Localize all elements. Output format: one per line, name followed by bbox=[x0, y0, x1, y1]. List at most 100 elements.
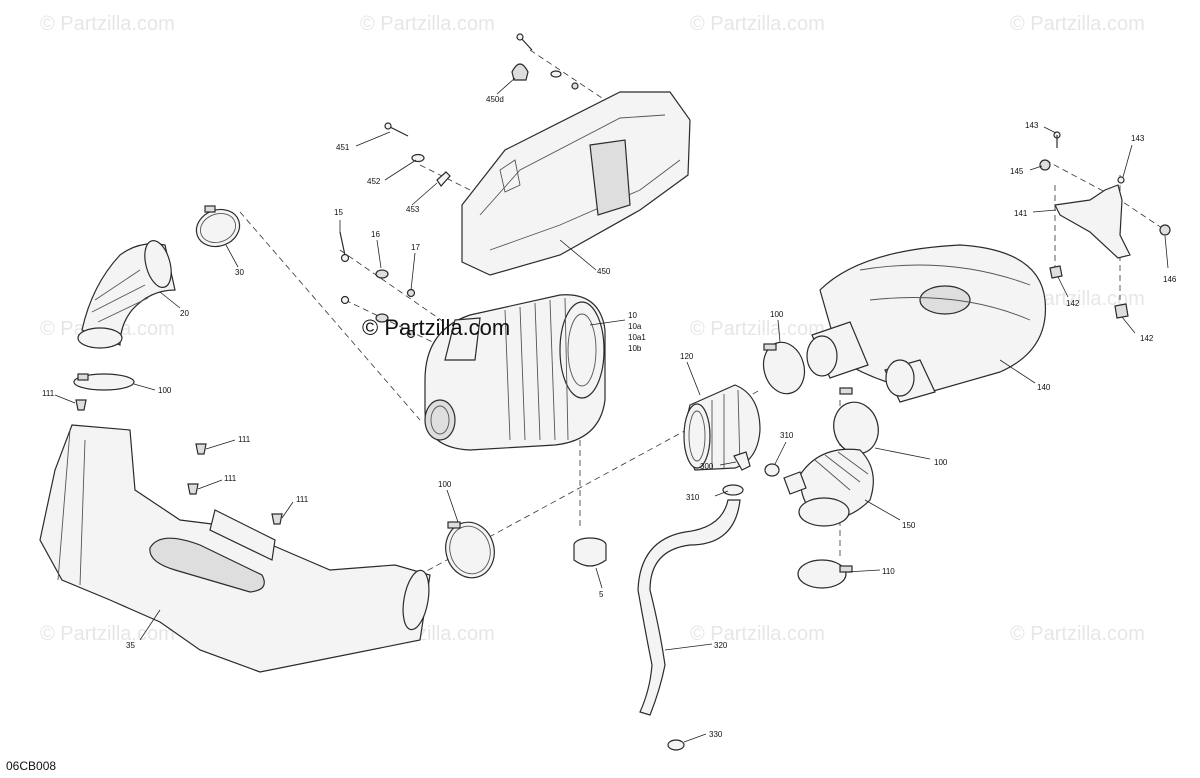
callout-110: 110 bbox=[882, 567, 895, 576]
clamp-310-icon bbox=[722, 484, 744, 496]
nut-17-icon bbox=[406, 288, 416, 298]
callout-140: 140 bbox=[1037, 383, 1051, 392]
washer-16-icon bbox=[375, 269, 389, 279]
callout-452: 452 bbox=[367, 177, 381, 186]
callout-100-upper: 100 bbox=[770, 310, 784, 319]
clamp-310-icon bbox=[764, 463, 780, 477]
sleeve-part-5 bbox=[573, 537, 607, 567]
callout-10: 10 bbox=[628, 311, 637, 320]
rivet-icon bbox=[271, 513, 283, 525]
callout-111-upper: 111 bbox=[238, 435, 251, 444]
bolt-head-icon bbox=[340, 253, 350, 263]
clamp-part-330 bbox=[667, 739, 685, 751]
callout-320: 320 bbox=[714, 641, 728, 650]
washer-452-icon bbox=[411, 153, 425, 163]
callout-451: 451 bbox=[336, 143, 350, 152]
callout-100-lower: 100 bbox=[934, 458, 948, 467]
callout-310-bottom: 310 bbox=[686, 493, 700, 502]
washer-icon bbox=[550, 70, 562, 78]
watermark-text: © Partzilla.com bbox=[360, 13, 495, 35]
clip-142-icon bbox=[1114, 303, 1129, 319]
callout-10b: 10b bbox=[628, 344, 642, 353]
clamp-part-30 bbox=[195, 205, 241, 248]
clamp-part-110 bbox=[797, 559, 853, 589]
callout-300: 300 bbox=[700, 462, 714, 471]
callout-16: 16 bbox=[371, 230, 380, 239]
callout-146: 146 bbox=[1163, 275, 1177, 284]
watermark-text: © Partzilla.com bbox=[40, 13, 175, 35]
clip-142-icon bbox=[1049, 265, 1063, 279]
coupler-part-150 bbox=[783, 448, 874, 527]
rivet-group-111 bbox=[75, 399, 283, 525]
fastener-group-filter bbox=[339, 231, 416, 339]
watermark-text: © Partzilla.com bbox=[690, 623, 825, 645]
airbox-cover-part-450 bbox=[461, 91, 691, 276]
nut-icon bbox=[571, 82, 579, 90]
callout-111-top: 111 bbox=[42, 389, 55, 398]
callout-10a: 10a bbox=[628, 322, 642, 331]
fittings-300-310 bbox=[722, 451, 780, 496]
callout-35: 35 bbox=[126, 641, 135, 650]
rivet-icon bbox=[195, 443, 207, 455]
callout-450: 450 bbox=[597, 267, 611, 276]
watermark-text: © Partzilla.com bbox=[40, 623, 175, 645]
callout-310-top: 310 bbox=[780, 431, 794, 440]
leader-lines bbox=[54, 77, 1169, 743]
watermark-text: © Partzilla.com bbox=[690, 318, 825, 340]
elbow-hose-part-20 bbox=[77, 240, 176, 349]
rivet-icon bbox=[187, 483, 199, 495]
clamp-part-100-middle bbox=[445, 521, 495, 579]
callout-111-middle: 111 bbox=[224, 474, 237, 483]
air-filter-housing-part-10 bbox=[424, 294, 606, 451]
watermark-text: © Partzilla.com bbox=[1010, 13, 1145, 35]
bolt-146-icon bbox=[1159, 224, 1171, 236]
coupler-part-120 bbox=[683, 384, 761, 471]
watermark-text: © Partzilla.com bbox=[690, 13, 825, 35]
callout-30: 30 bbox=[235, 268, 244, 277]
callout-142-right: 142 bbox=[1140, 334, 1154, 343]
bracket-part-141 bbox=[1054, 184, 1131, 259]
rivet-icon bbox=[75, 399, 87, 411]
callout-453: 453 bbox=[406, 205, 420, 214]
callout-20: 20 bbox=[180, 309, 189, 318]
bolt-head-icon bbox=[384, 122, 392, 130]
callout-142-left: 142 bbox=[1066, 299, 1080, 308]
bolt-head-icon bbox=[516, 33, 524, 41]
callout-111-right: 111 bbox=[296, 495, 309, 504]
callout-15: 15 bbox=[334, 208, 343, 217]
center-watermark-text: © Partzilla.com bbox=[362, 315, 510, 340]
callout-10a1: 10a1 bbox=[628, 333, 646, 342]
bolt-451-icon bbox=[387, 125, 409, 137]
bracket-450d bbox=[511, 63, 529, 81]
drain-hose-part-320 bbox=[637, 499, 741, 716]
callout-150: 150 bbox=[902, 521, 916, 530]
callout-100-middle: 100 bbox=[438, 480, 452, 489]
diagram-code: 06CB008 bbox=[6, 759, 56, 773]
nut-icon bbox=[406, 329, 416, 339]
intake-duct-part-35 bbox=[39, 424, 431, 673]
washer-icon bbox=[375, 313, 389, 323]
callout-5: 5 bbox=[599, 590, 604, 599]
callout-100-left: 100 bbox=[158, 386, 172, 395]
intake-silencer-part-140 bbox=[806, 244, 1047, 403]
clamp-part-100-left bbox=[73, 373, 135, 391]
callout-450d: 450d bbox=[486, 95, 504, 104]
callout-17: 17 bbox=[411, 243, 420, 252]
fitting-300-icon bbox=[733, 451, 751, 471]
callout-143-right: 143 bbox=[1131, 134, 1145, 143]
fastener-group-cover bbox=[384, 33, 579, 187]
fastener-group-bracket bbox=[1039, 131, 1171, 319]
callout-141: 141 bbox=[1014, 209, 1028, 218]
clamp-part-100-upper bbox=[762, 341, 806, 395]
callout-143-left: 143 bbox=[1025, 121, 1039, 130]
callout-145: 145 bbox=[1010, 167, 1024, 176]
watermark-text: © Partzilla.com bbox=[1010, 623, 1145, 645]
bolt-head-icon bbox=[1117, 176, 1125, 184]
callout-120: 120 bbox=[680, 352, 694, 361]
callout-labels: 450d 451 452 453 450 15 16 17 10 10a 10a… bbox=[42, 95, 1177, 739]
bolt-head-icon bbox=[340, 295, 350, 305]
nut-145-icon bbox=[1039, 159, 1051, 171]
callout-330: 330 bbox=[709, 730, 723, 739]
spacer-453-icon bbox=[436, 171, 451, 187]
